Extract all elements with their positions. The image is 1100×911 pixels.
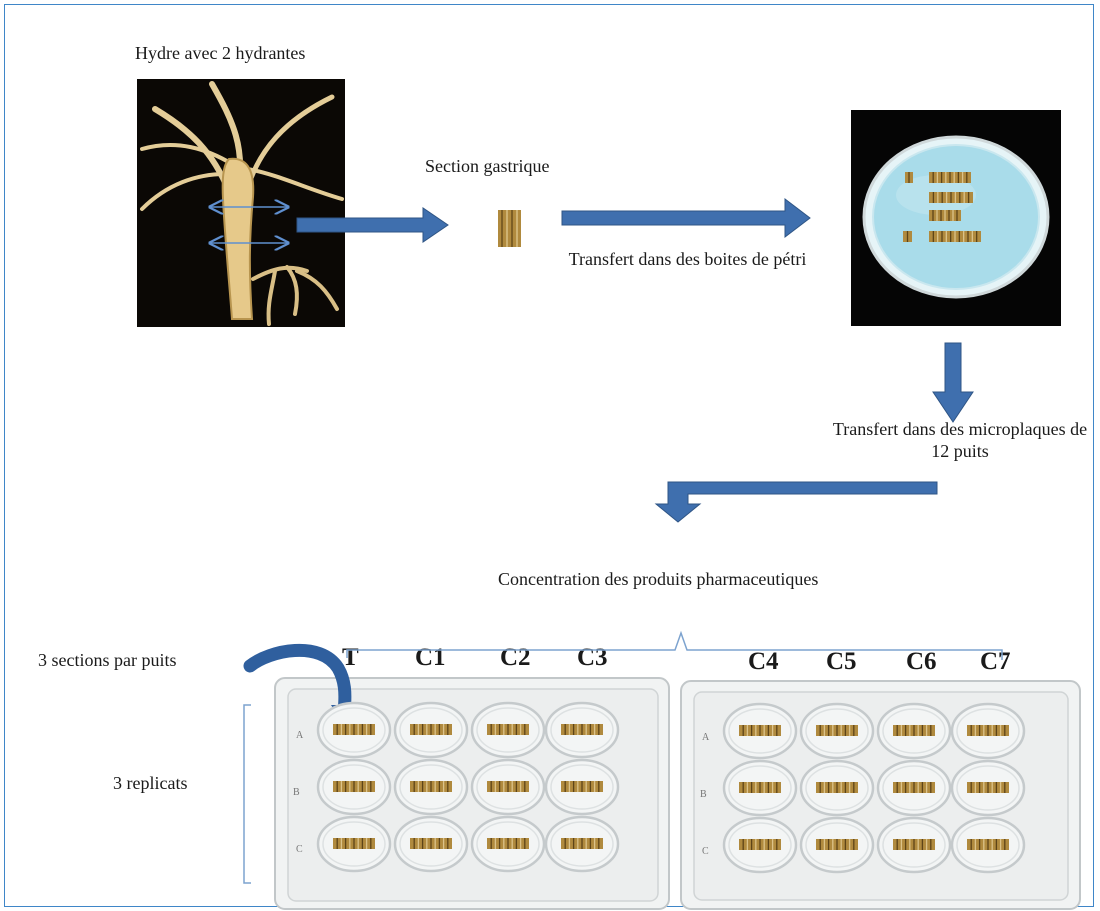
well-p2-r1-c4 [950, 702, 1026, 760]
well-p2-r1-c2 [799, 702, 875, 760]
curved-arrow-into-well [243, 643, 352, 719]
arrow-elbow-to-plates [654, 481, 938, 523]
well-sections [561, 724, 603, 735]
petri-section-4 [929, 210, 961, 221]
well-sections [561, 781, 603, 792]
well-p2-r3-c2 [799, 816, 875, 874]
petri-section-3 [929, 192, 973, 203]
row-letter-c-plate1: C [296, 844, 303, 855]
well-sections [410, 724, 452, 735]
well-p2-r3-c1 [722, 816, 798, 874]
well-sections [410, 838, 452, 849]
column-label-c3: C3 [577, 644, 608, 671]
transfer-microplates-label: Transfert dans des microplaques de 12 pu… [832, 419, 1088, 461]
well-p2-r2-c2 [799, 759, 875, 817]
well-sections [893, 782, 935, 793]
well-p2-r3-c4 [950, 816, 1026, 874]
gastric-section-block [498, 210, 521, 247]
well-p2-r2-c1 [722, 759, 798, 817]
replicates-label: 3 replicats [113, 773, 188, 793]
well-p2-r2-c3 [876, 759, 952, 817]
well-sections [967, 782, 1009, 793]
well-sections [816, 725, 858, 736]
row-letter-a-plate2: A [702, 732, 710, 743]
well-p1-r3-c1 [316, 815, 392, 873]
arrow-down-to-plates [932, 342, 974, 423]
well-sections [487, 724, 529, 735]
well-p2-r2-c4 [950, 759, 1026, 817]
well-p2-r1-c3 [876, 702, 952, 760]
concentration-label: Concentration des produits pharmaceutiqu… [498, 569, 819, 589]
well-sections [816, 782, 858, 793]
well-p1-r2-c2 [393, 758, 469, 816]
well-p1-r2-c3 [470, 758, 546, 816]
arrow-to-petri [561, 197, 811, 239]
well-sections [333, 781, 375, 792]
well-p1-r1-c3 [470, 701, 546, 759]
well-p1-r1-c1 [316, 701, 392, 759]
well-p1-r1-c2 [393, 701, 469, 759]
petri-section-1 [905, 172, 913, 183]
column-label-c6: C6 [906, 648, 937, 675]
row-letter-b-plate1: B [293, 787, 300, 798]
well-sections [561, 838, 603, 849]
petri-section-2 [929, 172, 971, 183]
row-letter-b-plate2: B [700, 789, 707, 800]
well-p1-r2-c1 [316, 758, 392, 816]
well-sections [739, 782, 781, 793]
well-sections [816, 839, 858, 850]
well-sections [487, 781, 529, 792]
well-sections [967, 725, 1009, 736]
hydra-title: Hydre avec 2 hydrantes [135, 43, 306, 63]
row-letter-c-plate2: C [702, 846, 709, 857]
column-label-c5: C5 [826, 648, 857, 675]
row-letter-a-plate1: A [296, 730, 304, 741]
arrow-to-section [296, 207, 449, 243]
petri-section-5 [903, 231, 912, 242]
well-sections [333, 724, 375, 735]
column-label-c2: C2 [500, 644, 531, 671]
well-p1-r3-c4 [544, 815, 620, 873]
well-sections [739, 725, 781, 736]
well-p1-r1-c4 [544, 701, 620, 759]
gastric-section-label: Section gastrique [425, 156, 550, 176]
sections-per-well-label: 3 sections par puits [38, 650, 177, 670]
well-sections [893, 839, 935, 850]
petri-section-6 [929, 231, 981, 242]
well-sections [410, 781, 452, 792]
column-label-c1: C1 [415, 644, 446, 671]
replicates-bracket [243, 704, 251, 884]
column-label-c4: C4 [748, 648, 779, 675]
transfer-petri-label: Transfert dans des boites de pétri [568, 249, 807, 269]
well-sections [967, 839, 1009, 850]
well-sections [487, 838, 529, 849]
well-p2-r1-c1 [722, 702, 798, 760]
well-sections [893, 725, 935, 736]
petri-sections [903, 172, 981, 242]
column-label-c7: C7 [980, 648, 1011, 675]
well-sections [739, 839, 781, 850]
well-p1-r3-c3 [470, 815, 546, 873]
wells [316, 701, 1026, 874]
concentration-bracket [346, 630, 1003, 660]
well-p2-r3-c3 [876, 816, 952, 874]
well-p1-r3-c2 [393, 815, 469, 873]
well-p1-r2-c4 [544, 758, 620, 816]
well-sections [333, 838, 375, 849]
